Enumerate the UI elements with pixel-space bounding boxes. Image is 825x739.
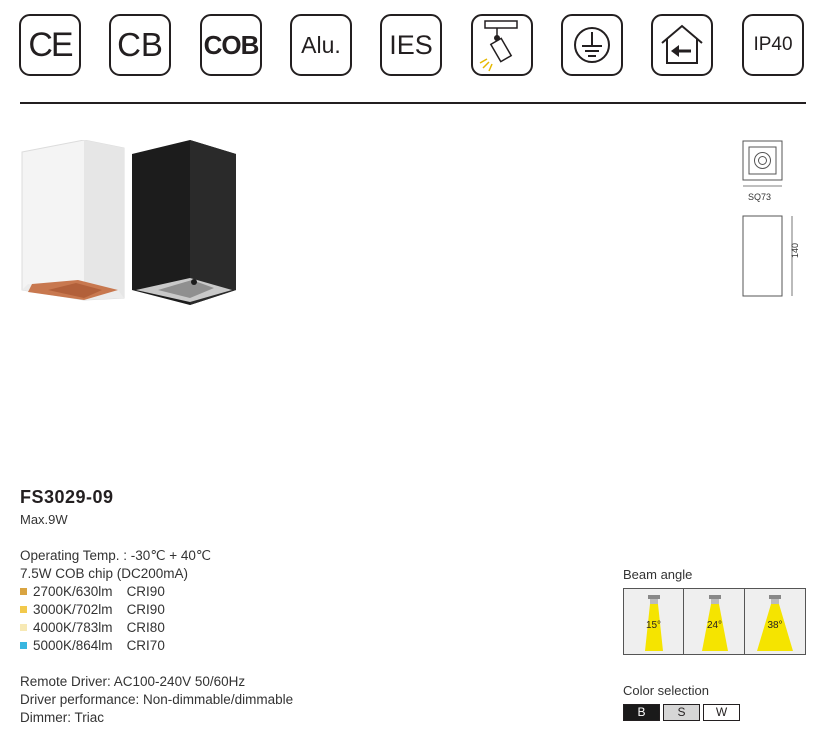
color-swatch [20, 641, 27, 649]
track-spotlight-svg [479, 20, 518, 72]
beam-angle-panel: 15° 24° 38° [623, 588, 806, 655]
ip-label: IP40 [753, 34, 793, 55]
power-rating: Max.9W [20, 512, 68, 527]
track-spotlight-icon [471, 14, 533, 76]
model-title: FS3029-09 [20, 487, 114, 507]
dimmer: Dimmer: Triac [20, 710, 104, 725]
driver-performance: Driver performance: Non-dimmable/dimmabl… [20, 692, 294, 707]
chip-spec: 7.5W COB chip (DC200mA) [20, 566, 189, 581]
remote-driver: Remote Driver: AC100-240V 50/60Hz [20, 674, 246, 689]
beam-angle-label: Beam angle [623, 567, 693, 582]
beam-angle-value: 15° [645, 620, 662, 631]
cob-icon: COB [200, 14, 262, 76]
variant-cct: 5000K/864lm [33, 638, 113, 653]
earth-ground-icon [561, 14, 623, 76]
product-image [21, 140, 236, 305]
variant-row: 2700K/630lm CRI90 [20, 584, 165, 599]
certification-row: CE CB COB Alu. IES [19, 14, 809, 80]
variant-row: 3000K/702lm CRI90 [20, 602, 165, 617]
dimension-top-label: SQ73 [748, 192, 772, 202]
ce-mark-icon: CE [19, 14, 81, 76]
variant-row: 4000K/783lm CRI80 [20, 620, 165, 635]
divider-line [20, 102, 806, 104]
color-selection-label: Color selection [623, 683, 709, 698]
variant-cct: 2700K/630lm [33, 584, 113, 599]
beam-24: 24° [685, 589, 745, 654]
cb-label: CB [117, 26, 163, 63]
color-swatch [20, 623, 27, 631]
variant-row: 5000K/864lm CRI70 [20, 638, 165, 653]
variant-cct: 4000K/783lm [33, 620, 113, 635]
indoor-use-svg [661, 24, 703, 64]
beam-cone-icon [757, 595, 793, 651]
ies-label: IES [389, 29, 433, 60]
earth-ground-svg [574, 27, 610, 63]
variant-cri: CRI90 [126, 602, 165, 617]
color-option-white[interactable]: W [703, 704, 740, 721]
beam-38: 38° [745, 589, 805, 654]
color-option-silver[interactable]: S [663, 704, 700, 721]
variant-cri: CRI70 [126, 638, 165, 653]
beam-cone-icon [645, 595, 663, 651]
ies-icon: IES [380, 14, 442, 76]
beam-cone-icon [702, 595, 728, 651]
variant-cri: CRI80 [126, 620, 165, 635]
dimension-drawing [742, 140, 793, 297]
color-swatch [20, 587, 27, 595]
color-swatch [20, 605, 27, 613]
beam-15: 15° [624, 589, 684, 654]
variant-cct: 3000K/702lm [33, 602, 113, 617]
alu-label: Alu. [301, 31, 341, 58]
beam-angle-value: 24° [706, 620, 723, 631]
beam-angle-value: 38° [767, 620, 783, 631]
aluminium-icon: Alu. [290, 14, 352, 76]
variant-cri: CRI90 [126, 584, 165, 599]
cob-label: COB [203, 29, 260, 60]
indoor-use-icon [651, 14, 713, 76]
ip-rating-icon: IP40 [742, 14, 804, 76]
cb-mark-icon: CB [109, 14, 171, 76]
operating-temp: Operating Temp. : -30℃ + 40℃ [20, 548, 212, 563]
color-option-black[interactable]: B [623, 704, 660, 721]
dimension-side-label: 140 [790, 242, 800, 258]
ce-label: CE [28, 25, 73, 64]
